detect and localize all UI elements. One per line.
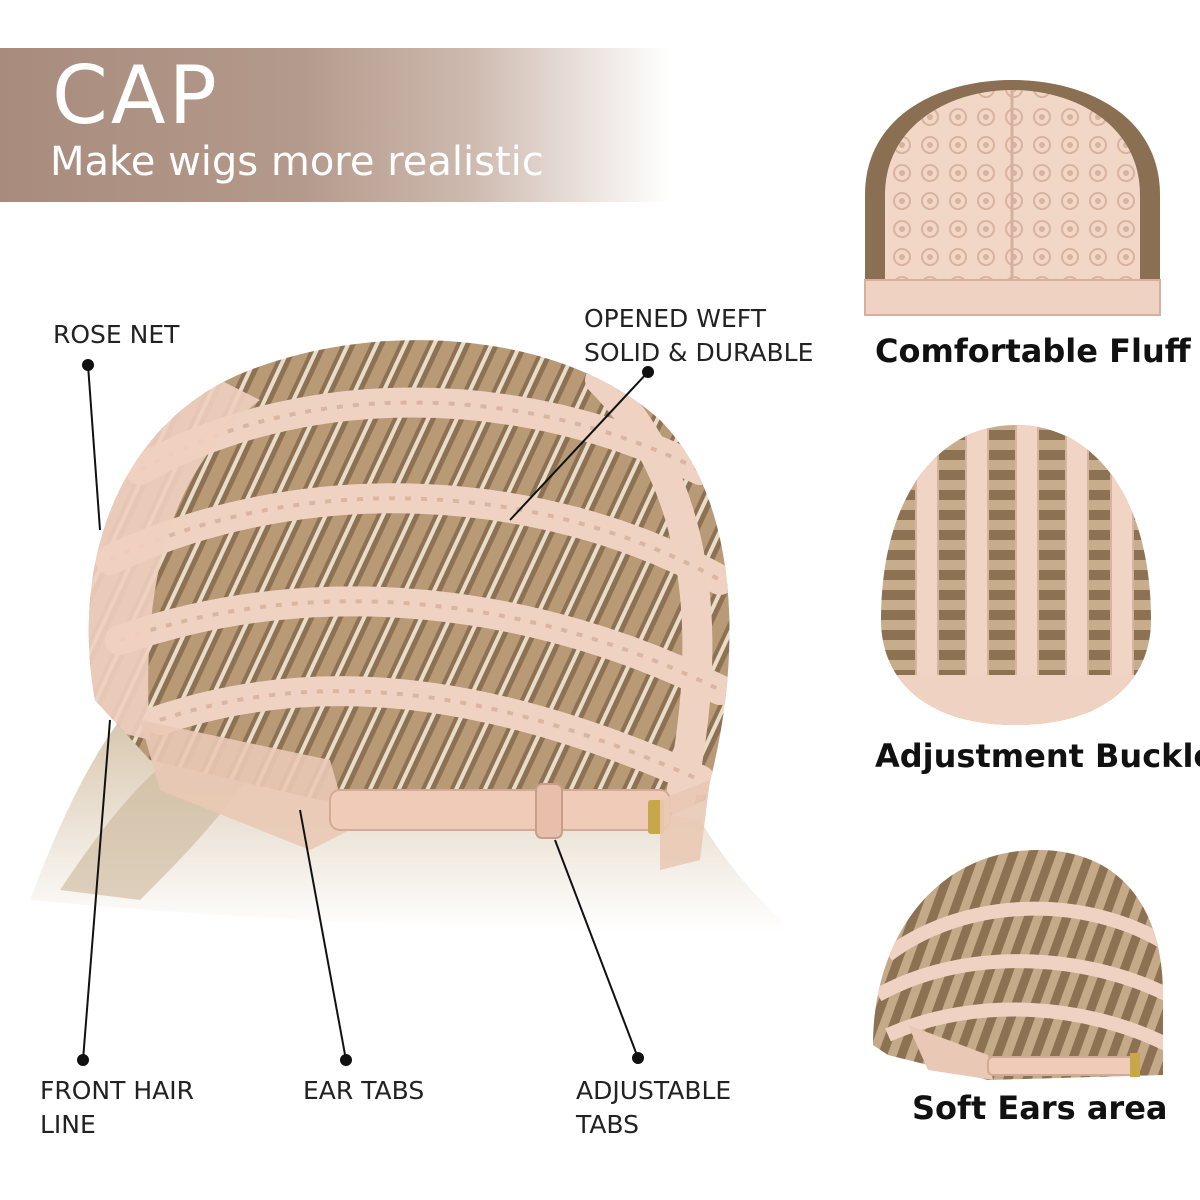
cap-side-ear-image [873, 850, 1163, 1080]
page-title: CAP [52, 49, 220, 142]
feature-caption-soft-ears-area: Soft Ears area [912, 1089, 1168, 1127]
feature-caption-comfortable-fluff: Comfortable Fluff [875, 332, 1191, 370]
cap-back-straps-image [881, 425, 1151, 725]
callout-opened-weft: OPENED WEFT SOLID & DURABLE [584, 304, 814, 367]
lace-cap-front-image [864, 80, 1161, 316]
feature-caption-adjustment-buckle: Adjustment Buckle [875, 737, 1200, 775]
callout-adjustable-tabs: ADJUSTABLE TABS [576, 1076, 732, 1139]
callout-front-hair-line: FRONT HAIR LINE [40, 1076, 194, 1139]
page-subtitle: Make wigs more realistic [50, 139, 544, 185]
header-banner [0, 48, 670, 202]
callout-rose-net: ROSE NET [53, 320, 180, 349]
callout-ear-tabs: EAR TABS [303, 1076, 425, 1105]
